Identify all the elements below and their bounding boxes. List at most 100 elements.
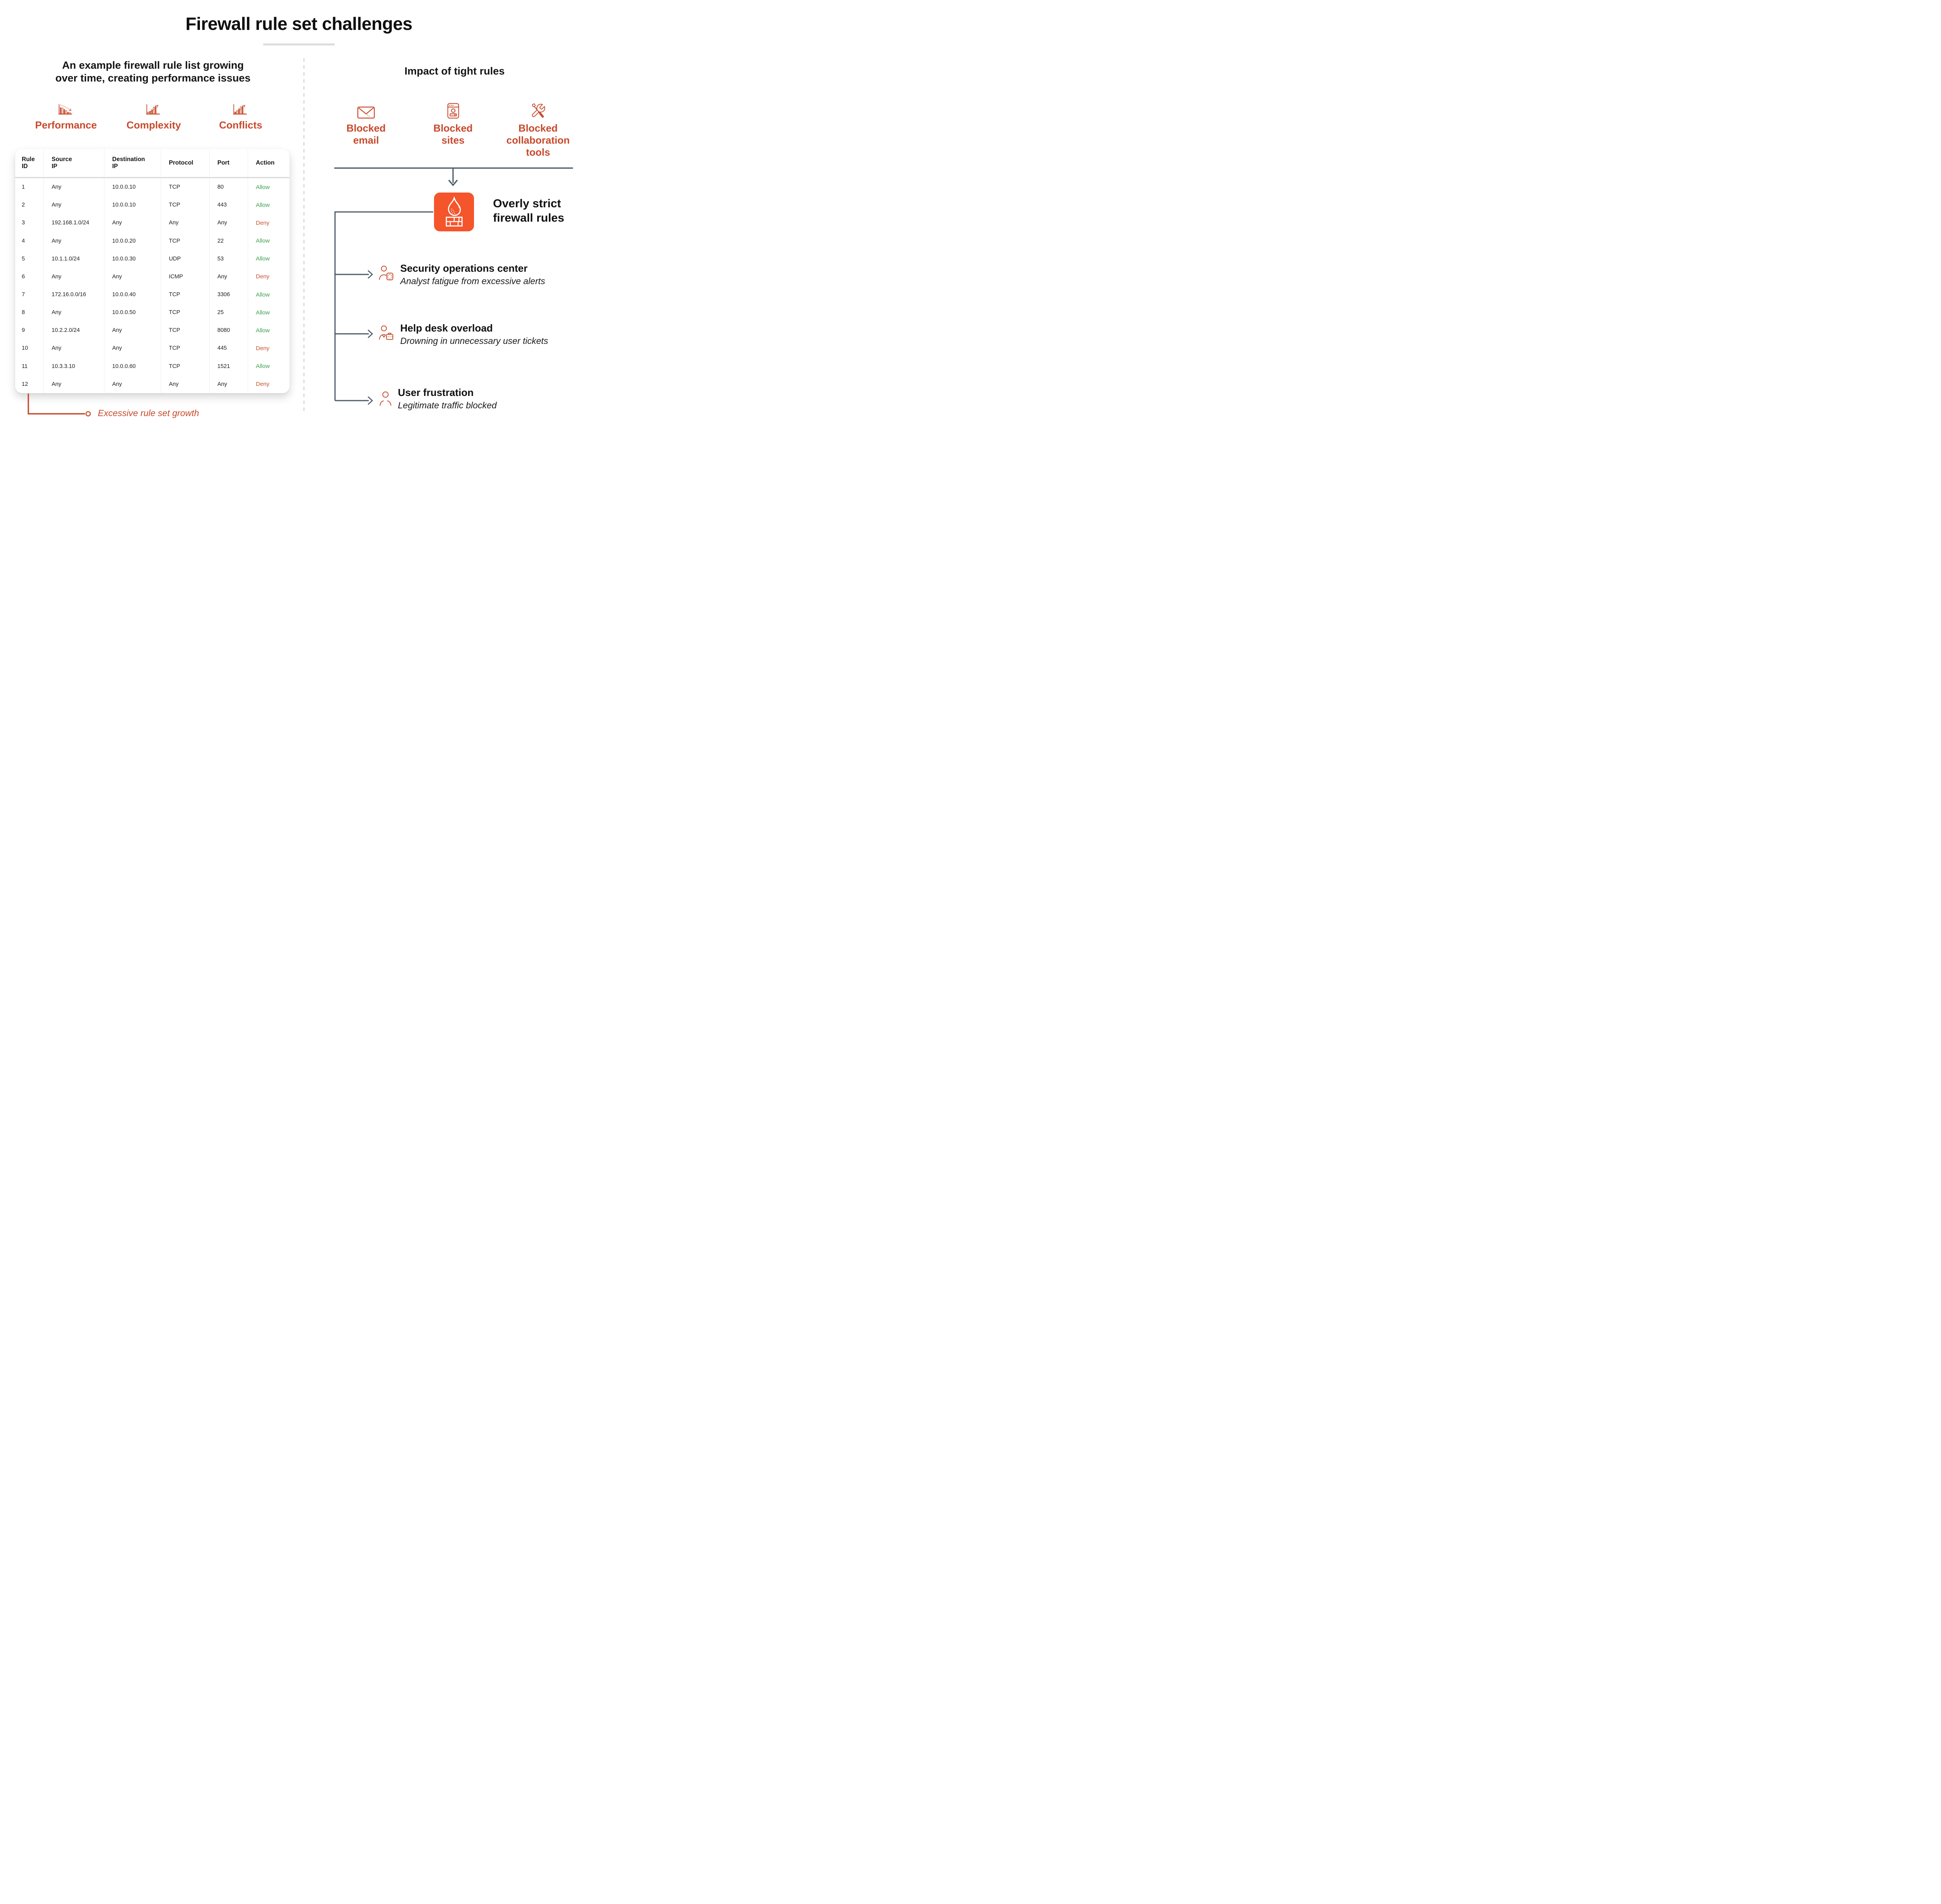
impact-text: Security operations center Analyst fatig… <box>400 262 545 286</box>
cell-source-ip: Any <box>44 375 104 393</box>
excessive-growth-callout: Excessive rule set growth <box>98 408 199 418</box>
metric-conflicts: Conflicts <box>202 102 280 131</box>
cell-rule-id: 5 <box>15 250 44 268</box>
analyst-shield-icon <box>379 265 394 281</box>
action-cell: Deny <box>256 273 270 280</box>
blocked-email-item: Blocked email <box>319 100 413 146</box>
cell-port: Any <box>210 267 248 286</box>
cell-destination-ip: Any <box>104 321 161 340</box>
blocked-item-label: Blocked sites <box>433 122 473 146</box>
cell-protocol: Any <box>161 214 210 232</box>
cause-title: Overly strict firewall rules <box>493 197 564 224</box>
impact-user-frustration: User frustration Legitimate traffic bloc… <box>379 387 589 411</box>
cell-source-ip: 10.2.2.0/24 <box>44 321 104 340</box>
action-cell: Allow <box>256 184 270 191</box>
declining-bar-chart-icon <box>27 102 105 116</box>
column-header-port: Port <box>210 149 248 178</box>
action-cell: Allow <box>256 255 270 262</box>
cell-destination-ip: 10.0.0.10 <box>104 196 161 214</box>
cell-port: 25 <box>210 304 248 322</box>
rising-bar-chart-icon <box>202 102 280 116</box>
crossed-tools-icon <box>491 100 585 119</box>
cell-protocol: TCP <box>161 339 210 358</box>
cell-protocol: TCP <box>161 232 210 250</box>
page-title: Firewall rule set challenges <box>185 14 413 34</box>
right-panel-title: Impact of tight rules <box>404 65 505 77</box>
support-agent-icon <box>379 325 394 341</box>
action-cell: Allow <box>256 327 270 334</box>
impact-help-desk-overload: Help desk overload Drowning in unnecessa… <box>379 322 589 346</box>
blocked-item-label: Blocked collaboration tools <box>506 122 570 158</box>
cell-destination-ip: 10.0.0.50 <box>104 304 161 322</box>
cell-protocol: TCP <box>161 196 210 214</box>
blocked-item-label: Blocked email <box>346 122 386 146</box>
action-cell: Deny <box>256 381 270 388</box>
impact-text: User frustration Legitimate traffic bloc… <box>398 387 497 411</box>
cell-source-ip: 10.1.1.0/24 <box>44 250 104 268</box>
cell-port: 3306 <box>210 285 248 304</box>
cell-rule-id: 4 <box>15 232 44 250</box>
impact-description: Legitimate traffic blocked <box>398 400 497 410</box>
cell-rule-id: 9 <box>15 321 44 340</box>
cell-rule-id: 3 <box>15 214 44 232</box>
cell-source-ip: Any <box>44 267 104 286</box>
cell-rule-id: 2 <box>15 196 44 214</box>
action-cell: Allow <box>256 238 270 245</box>
cell-source-ip: 10.3.3.10 <box>44 357 104 375</box>
browser-icon <box>406 100 500 119</box>
impact-text: Help desk overload Drowning in unnecessa… <box>400 322 548 346</box>
cell-destination-ip: Any <box>104 339 161 358</box>
cell-protocol: UDP <box>161 250 210 268</box>
cell-destination-ip: 10.0.0.40 <box>104 285 161 304</box>
cell-port: Any <box>210 214 248 232</box>
cell-port: Any <box>210 375 248 393</box>
impact-title: Security operations center <box>400 262 528 274</box>
cell-port: 80 <box>210 178 248 196</box>
title-underline <box>263 43 335 45</box>
cell-port: 1521 <box>210 357 248 375</box>
infographic-canvas: Firewall rule set challenges An example … <box>0 0 598 440</box>
cell-rule-id: 8 <box>15 304 44 322</box>
column-header-protocol: Protocol <box>161 149 210 178</box>
cell-destination-ip: 10.0.0.10 <box>104 178 161 196</box>
cell-rule-id: 11 <box>15 357 44 375</box>
cell-destination-ip: 10.0.0.20 <box>104 232 161 250</box>
metric-performance: Performance <box>27 102 105 131</box>
action-cell: Allow <box>256 363 270 370</box>
cell-destination-ip: Any <box>104 214 161 232</box>
cell-port: 445 <box>210 339 248 358</box>
blocked-collaboration-tools-item: Blocked collaboration tools <box>491 100 585 158</box>
cell-protocol: Any <box>161 375 210 393</box>
action-cell: Allow <box>256 291 270 298</box>
impact-description: Drowning in unnecessary user tickets <box>400 336 548 346</box>
cell-protocol: TCP <box>161 321 210 340</box>
metric-label: Conflicts <box>219 119 262 131</box>
cell-source-ip: Any <box>44 304 104 322</box>
firewall-icon <box>434 193 474 231</box>
rising-bar-chart-icon <box>115 102 193 116</box>
impact-security-operations-center: Security operations center Analyst fatig… <box>379 262 589 286</box>
cell-source-ip: Any <box>44 232 104 250</box>
cell-destination-ip: 10.0.0.30 <box>104 250 161 268</box>
cell-source-ip: 192.168.1.0/24 <box>44 214 104 232</box>
cell-rule-id: 10 <box>15 339 44 358</box>
cell-port: 22 <box>210 232 248 250</box>
cell-rule-id: 7 <box>15 285 44 304</box>
cell-rule-id: 6 <box>15 267 44 286</box>
cell-destination-ip: 10.0.0.60 <box>104 357 161 375</box>
cell-protocol: TCP <box>161 304 210 322</box>
cell-port: 8080 <box>210 321 248 340</box>
cell-rule-id: 1 <box>15 178 44 196</box>
impact-title: User frustration <box>398 387 474 398</box>
user-icon <box>379 391 392 406</box>
left-panel-subtitle: An example firewall rule list growing ov… <box>55 59 251 84</box>
action-cell: Deny <box>256 345 270 352</box>
impact-description: Analyst fatigue from excessive alerts <box>400 276 545 286</box>
action-cell: Allow <box>256 201 270 208</box>
metric-label: Complexity <box>126 119 181 131</box>
cell-protocol: TCP <box>161 357 210 375</box>
